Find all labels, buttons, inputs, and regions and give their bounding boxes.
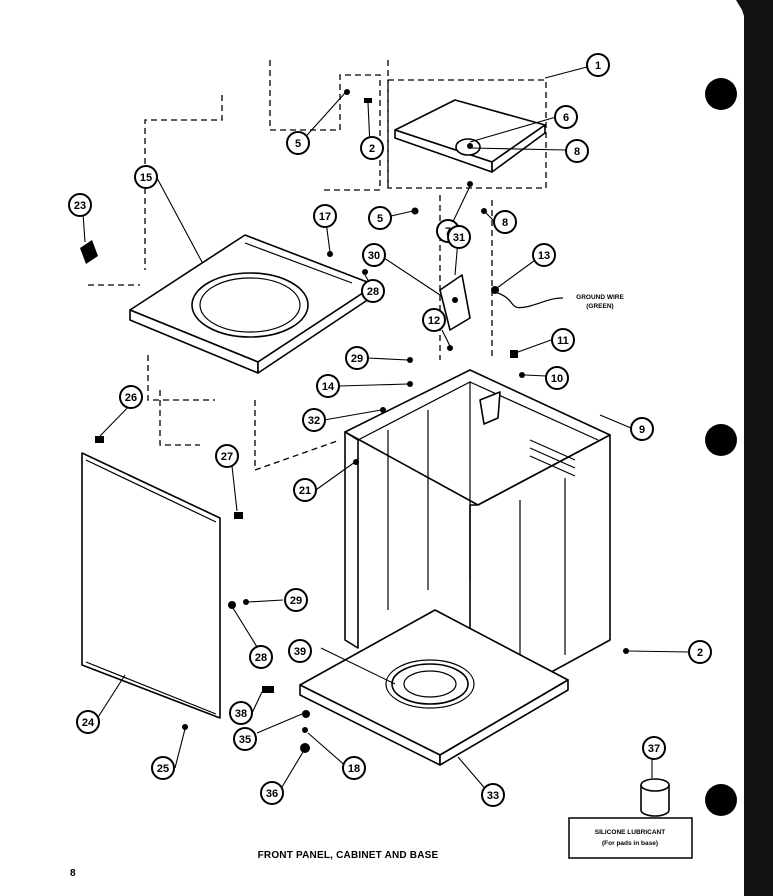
svg-text:17: 17 — [319, 211, 331, 223]
svg-text:33: 33 — [487, 790, 499, 802]
base — [299, 609, 569, 766]
callout-bubbles: 1 2 2 5 5 6 7 8 8 9 10 11 12 13 14 15 17… — [68, 53, 712, 807]
svg-text:2: 2 — [369, 143, 375, 155]
callout-36: 36 — [260, 781, 284, 805]
binder-hole-2 — [705, 424, 737, 456]
svg-text:29: 29 — [351, 353, 363, 365]
callout-31: 31 — [447, 225, 471, 249]
callout-33: 33 — [481, 783, 505, 807]
svg-text:14: 14 — [322, 381, 335, 393]
callout-5a: 5 — [286, 131, 310, 155]
svg-text:36: 36 — [266, 788, 278, 800]
svg-text:2: 2 — [697, 647, 703, 659]
ground-bracket — [439, 274, 471, 331]
callout-38: 38 — [229, 701, 253, 725]
callout-8b: 8 — [493, 210, 517, 234]
svg-text:11: 11 — [557, 335, 569, 347]
svg-text:1: 1 — [595, 60, 601, 72]
diagram-title: FRONT PANEL, CABINET AND BASE — [258, 850, 439, 861]
svg-text:10: 10 — [551, 373, 563, 385]
svg-text:30: 30 — [368, 250, 380, 262]
callout-6: 6 — [554, 105, 578, 129]
callout-9: 9 — [630, 417, 654, 441]
svg-text:8: 8 — [502, 217, 508, 229]
front-panel — [81, 452, 221, 719]
callout-1: 1 — [586, 53, 610, 77]
callout-27: 27 — [215, 444, 239, 468]
callout-39: 39 — [288, 639, 312, 663]
callout-26: 26 — [119, 385, 143, 409]
svg-text:15: 15 — [140, 172, 152, 184]
svg-text:GROUND WIRE: GROUND WIRE — [576, 294, 624, 301]
callout-29a: 29 — [345, 346, 369, 370]
svg-text:13: 13 — [538, 250, 550, 262]
top-lid-assembly — [387, 79, 547, 189]
lubricant-title: SILICONE LUBRICANT — [595, 829, 665, 836]
svg-text:5: 5 — [377, 213, 383, 225]
lubricant-can — [640, 778, 670, 817]
callout-8a: 8 — [565, 139, 589, 163]
svg-text:18: 18 — [348, 763, 360, 775]
callout-17: 17 — [313, 204, 337, 228]
svg-text:6: 6 — [563, 112, 569, 124]
svg-text:23: 23 — [74, 200, 86, 212]
svg-text:25: 25 — [157, 763, 169, 775]
svg-text:21: 21 — [299, 485, 311, 497]
svg-text:37: 37 — [648, 743, 660, 755]
svg-text:9: 9 — [639, 424, 645, 436]
silicone-lubricant-box: SILICONE LUBRICANT (For pads in base) — [568, 817, 693, 859]
svg-text:27: 27 — [221, 451, 233, 463]
svg-text:28: 28 — [367, 286, 379, 298]
clip-part — [80, 240, 98, 264]
scan-edge-artifacts — [705, 0, 773, 896]
callout-23: 23 — [68, 193, 92, 217]
callout-2a: 2 — [360, 136, 384, 160]
callout-32: 32 — [302, 408, 326, 432]
svg-text:12: 12 — [428, 315, 440, 327]
callout-11: 11 — [551, 328, 575, 352]
hardware-parts — [95, 89, 629, 753]
callout-13: 13 — [532, 243, 556, 267]
svg-text:39: 39 — [294, 646, 306, 658]
svg-text:35: 35 — [239, 734, 251, 746]
callout-35: 35 — [233, 727, 257, 751]
svg-text:32: 32 — [308, 415, 320, 427]
svg-text:26: 26 — [125, 392, 137, 404]
callout-18: 18 — [342, 756, 366, 780]
svg-text:24: 24 — [82, 717, 95, 729]
cabinet — [344, 369, 611, 713]
binder-hole-1 — [705, 78, 737, 110]
callout-28a: 28 — [361, 279, 385, 303]
callout-37: 37 — [642, 736, 666, 760]
callout-2b: 2 — [688, 640, 712, 664]
callout-21: 21 — [293, 478, 317, 502]
svg-text:7: 7 — [445, 226, 451, 238]
leader-lines — [82, 66, 690, 793]
lubricant-subtitle: (For pads in base) — [602, 840, 658, 847]
callout-12: 12 — [422, 308, 446, 332]
svg-text:31: 31 — [453, 232, 465, 244]
callout-10: 10 — [545, 366, 569, 390]
ground-wire-label: GROUND WIRE (GREEN) — [576, 294, 624, 310]
svg-text:28: 28 — [255, 652, 267, 664]
svg-text:29: 29 — [290, 595, 302, 607]
svg-text:38: 38 — [235, 708, 247, 720]
svg-text:8: 8 — [574, 146, 580, 158]
page-number: 8 — [70, 868, 76, 879]
svg-text:(GREEN): (GREEN) — [586, 303, 613, 310]
callout-30: 30 — [362, 243, 386, 267]
callout-15: 15 — [134, 165, 158, 189]
top-panel — [129, 234, 376, 374]
callout-24: 24 — [76, 710, 100, 734]
assembly-dashed-lines — [88, 60, 493, 471]
binder-hole-3 — [705, 784, 737, 816]
callout-29b: 29 — [284, 588, 308, 612]
callout-28b: 28 — [249, 645, 273, 669]
svg-text:5: 5 — [295, 138, 301, 150]
callout-14: 14 — [316, 374, 340, 398]
callout-25: 25 — [151, 756, 175, 780]
callout-5b: 5 — [368, 206, 392, 230]
